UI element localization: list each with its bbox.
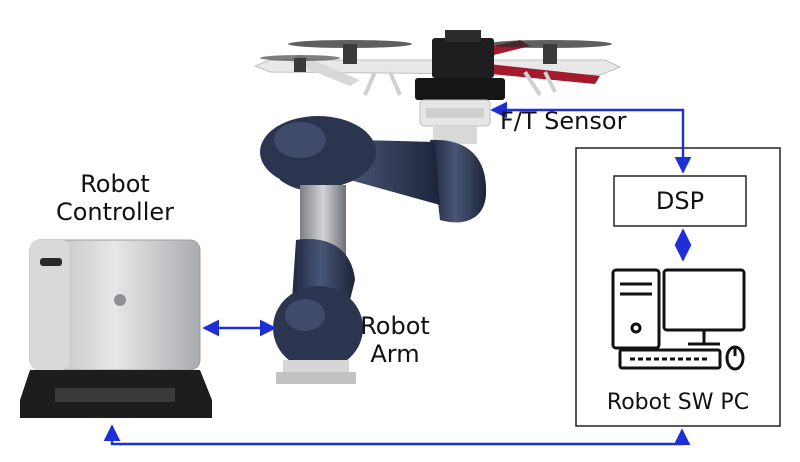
robot-arm-image	[260, 116, 487, 384]
sensor-dsp-link	[490, 101, 692, 174]
robot-sw-pc-label: Robot SW PC	[606, 390, 750, 415]
robot-arm-label-line1: Robot	[360, 312, 430, 340]
robot-controller-label-line2: Controller	[55, 198, 175, 226]
drone-image	[253, 30, 622, 100]
robot-controller-label: Robot Controller	[40, 170, 190, 226]
ft-sensor-image	[419, 99, 491, 144]
controller-pc-link	[103, 424, 691, 446]
connections	[103, 101, 692, 446]
robot-controller-image	[20, 239, 212, 418]
pc-icon	[611, 268, 746, 371]
dsp-box	[613, 175, 747, 227]
ft-sensor-label: F/T Sensor	[500, 107, 627, 135]
robot-arm-label-line2: Arm	[370, 340, 420, 368]
robot-controller-label-line1: Robot	[80, 170, 150, 198]
robot-arm-label: Robot Arm	[345, 312, 445, 368]
dsp-label: DSP	[655, 187, 705, 215]
